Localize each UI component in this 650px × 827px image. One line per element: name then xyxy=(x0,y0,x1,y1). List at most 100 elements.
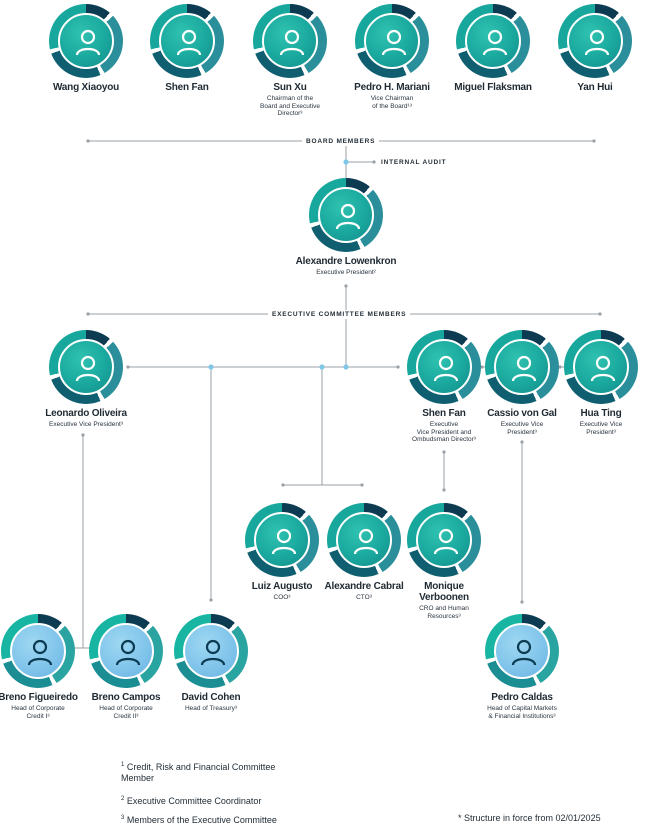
person-name: Hua Ting xyxy=(580,408,622,419)
person-name: David Cohen xyxy=(181,692,241,703)
person-icon xyxy=(482,29,508,56)
person-name: Cassio von Gal xyxy=(487,408,557,419)
person-role: Executive Vice President³ xyxy=(579,421,623,436)
person-name: Leonardo Oliveira xyxy=(45,408,127,419)
board-member-card: Sun Xu Chairman of the Board and Executi… xyxy=(230,4,350,118)
bottom-member-card: Breno Campos Head of Corporate Credit II… xyxy=(66,614,186,720)
board-member-card: Shen Fan xyxy=(127,4,247,95)
legend-item: 3 Members of the Executive Committee xyxy=(121,813,277,826)
person-name: Wang Xiaoyou xyxy=(52,82,120,93)
exec-member-card: Shen Fan Executive Vice President and Om… xyxy=(384,330,504,444)
avatar xyxy=(89,614,163,688)
person-name: Shen Fan xyxy=(422,408,466,419)
person-icon xyxy=(271,528,297,555)
person-role: Executive Vice President³ xyxy=(500,421,544,436)
person-name: Breno Campos xyxy=(91,692,161,703)
board-member-card: Yan Hui xyxy=(535,4,650,95)
legend-item: 2 Executive Committee Coordinator xyxy=(121,794,261,807)
person-role: Vice Chairman of the Board¹³ xyxy=(370,95,414,110)
avatar xyxy=(49,4,123,78)
person-role: Head of Capital Markets & Financial Inst… xyxy=(487,705,557,720)
person-icon xyxy=(27,639,53,666)
person-role: Executive President² xyxy=(316,269,376,276)
person-name: Alexandre Lowenkron xyxy=(295,256,397,267)
person-icon xyxy=(279,29,305,56)
person-icon xyxy=(433,355,459,382)
bottom-member-card: Pedro Caldas Head of Capital Markets & F… xyxy=(462,614,582,720)
person-icon xyxy=(176,29,202,56)
person-icon xyxy=(590,355,616,382)
avatar xyxy=(485,614,559,688)
board-member-card: Wang Xiaoyou xyxy=(26,4,146,95)
person-icon xyxy=(75,29,101,56)
person-icon xyxy=(353,528,379,555)
avatar xyxy=(456,4,530,78)
legend-text: Members of the Executive Committee xyxy=(126,815,277,825)
legend-item: 1 Credit, Risk and Financial Committee M… xyxy=(121,760,306,784)
exec-member-card: Hua Ting Executive Vice President³ xyxy=(541,330,650,436)
avatar xyxy=(558,4,632,78)
bottom-member-card: Breno Figueiredo Head of Corporate Credi… xyxy=(0,614,98,720)
person-name: Shen Fan xyxy=(165,82,209,93)
avatar xyxy=(245,503,319,577)
board-member-card: Pedro H. Mariani Vice Chairman of the Bo… xyxy=(332,4,452,110)
bottom-member-card: David Cohen Head of Treasury³ xyxy=(151,614,271,713)
avatar xyxy=(49,330,123,404)
legend-text: Executive Committee Coordinator xyxy=(126,796,262,806)
avatar xyxy=(150,4,224,78)
person-name: Miguel Flaksman xyxy=(454,82,532,93)
avatar xyxy=(407,503,481,577)
mid-member-card: Alexandre Cabral CTO³ xyxy=(304,503,424,602)
structure-note: * Structure in force from 02/01/2025 xyxy=(458,813,601,823)
exec-member-card: Leonardo Oliveira Executive Vice Preside… xyxy=(26,330,146,429)
person-role: Head of Corporate Credit I³ xyxy=(11,705,65,720)
person-role: CRO and Human Resources³ xyxy=(419,605,469,620)
person-role: Executive Vice President³ xyxy=(49,421,123,428)
person-icon xyxy=(335,203,361,230)
legend-number: 2 xyxy=(121,796,125,802)
person-icon xyxy=(511,639,537,666)
legend-number: 1 xyxy=(121,762,125,768)
person-icon xyxy=(584,29,610,56)
avatar xyxy=(1,614,75,688)
person-name: Luiz Augusto xyxy=(251,581,313,592)
person-name: Pedro Caldas xyxy=(491,692,553,703)
avatar xyxy=(485,330,559,404)
person-role: Chairman of the Board and Executive Dire… xyxy=(260,95,320,117)
exec-member-card: Cassio von Gal Executive Vice President³ xyxy=(462,330,582,436)
person-role: CTO³ xyxy=(356,594,372,601)
person-name: Alexandre Cabral xyxy=(324,581,404,592)
person-role: Head of Treasury³ xyxy=(184,705,238,712)
person-role: COO³ xyxy=(273,594,291,601)
legend-text: Credit, Risk and Financial Committee Mem… xyxy=(121,762,276,783)
board-member-card: Miguel Flaksman xyxy=(433,4,553,95)
person-name: Pedro H. Mariani xyxy=(354,82,430,93)
person-icon xyxy=(511,355,537,382)
president-card: Alexandre Lowenkron Executive President² xyxy=(286,178,406,277)
person-role: Head of Corporate Credit II³ xyxy=(99,705,153,720)
avatar xyxy=(327,503,401,577)
person-icon xyxy=(433,528,459,555)
person-name: Sun Xu xyxy=(273,82,307,93)
avatar xyxy=(174,614,248,688)
avatar xyxy=(253,4,327,78)
board-members-label: BOARD MEMBERS xyxy=(302,137,380,146)
internal-audit-label: INTERNAL AUDIT xyxy=(377,158,451,167)
person-role: Executive Vice President and Ombudsman D… xyxy=(412,421,476,443)
person-icon xyxy=(75,355,101,382)
person-icon xyxy=(115,639,141,666)
executive-committee-label: EXECUTIVE COMMITTEE MEMBERS xyxy=(268,310,411,319)
person-icon xyxy=(200,639,226,666)
mid-member-card: Monique Verboonen CRO and Human Resource… xyxy=(384,503,504,620)
person-name: Yan Hui xyxy=(577,82,613,93)
avatar xyxy=(407,330,481,404)
mid-member-card: Luiz Augusto COO³ xyxy=(222,503,342,602)
avatar xyxy=(309,178,383,252)
legend-number: 3 xyxy=(121,815,125,821)
person-name: Monique Verboonen xyxy=(419,581,469,603)
avatar xyxy=(355,4,429,78)
person-icon xyxy=(381,29,407,56)
person-name: Breno Figueiredo xyxy=(0,692,78,703)
avatar xyxy=(564,330,638,404)
